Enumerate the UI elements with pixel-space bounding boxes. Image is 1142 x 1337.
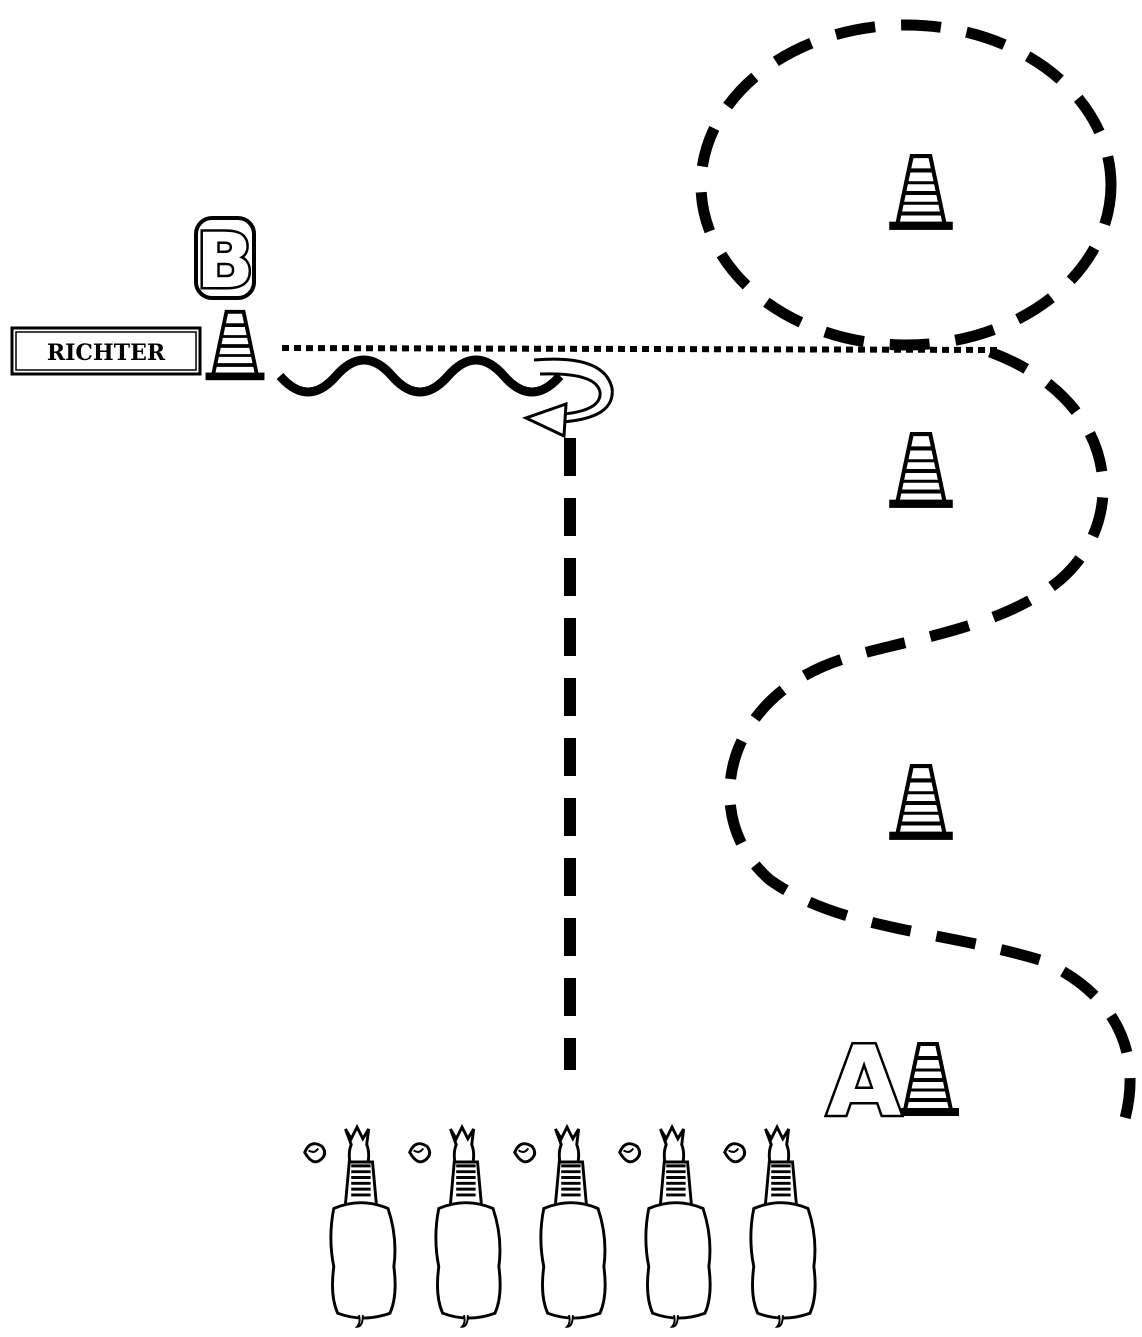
marker-a: A: [824, 1024, 903, 1141]
horse-icon: [303, 1125, 397, 1329]
cone-serpentine-2: [889, 766, 953, 840]
marker-a-letter: A: [827, 1026, 901, 1138]
cone-circle: [889, 156, 953, 230]
marker-b-letter: B: [196, 216, 254, 305]
horse-icon: [408, 1125, 502, 1329]
dashed-circle-path: [695, 19, 1117, 351]
judge-box: RICHTER: [10, 326, 202, 376]
horse-icon: [513, 1125, 607, 1329]
horse-icon: [618, 1125, 712, 1329]
cone-b: [203, 309, 267, 383]
cone-serpentine-1: [889, 434, 953, 508]
marker-b: B: [194, 214, 257, 308]
curved-arrow-icon: [522, 357, 614, 439]
wavy-path: [276, 355, 564, 397]
horse-icon: [723, 1125, 817, 1329]
serpentine-path: [724, 346, 1136, 1137]
cone-a: [897, 1044, 959, 1116]
judge-label: RICHTER: [47, 340, 166, 366]
